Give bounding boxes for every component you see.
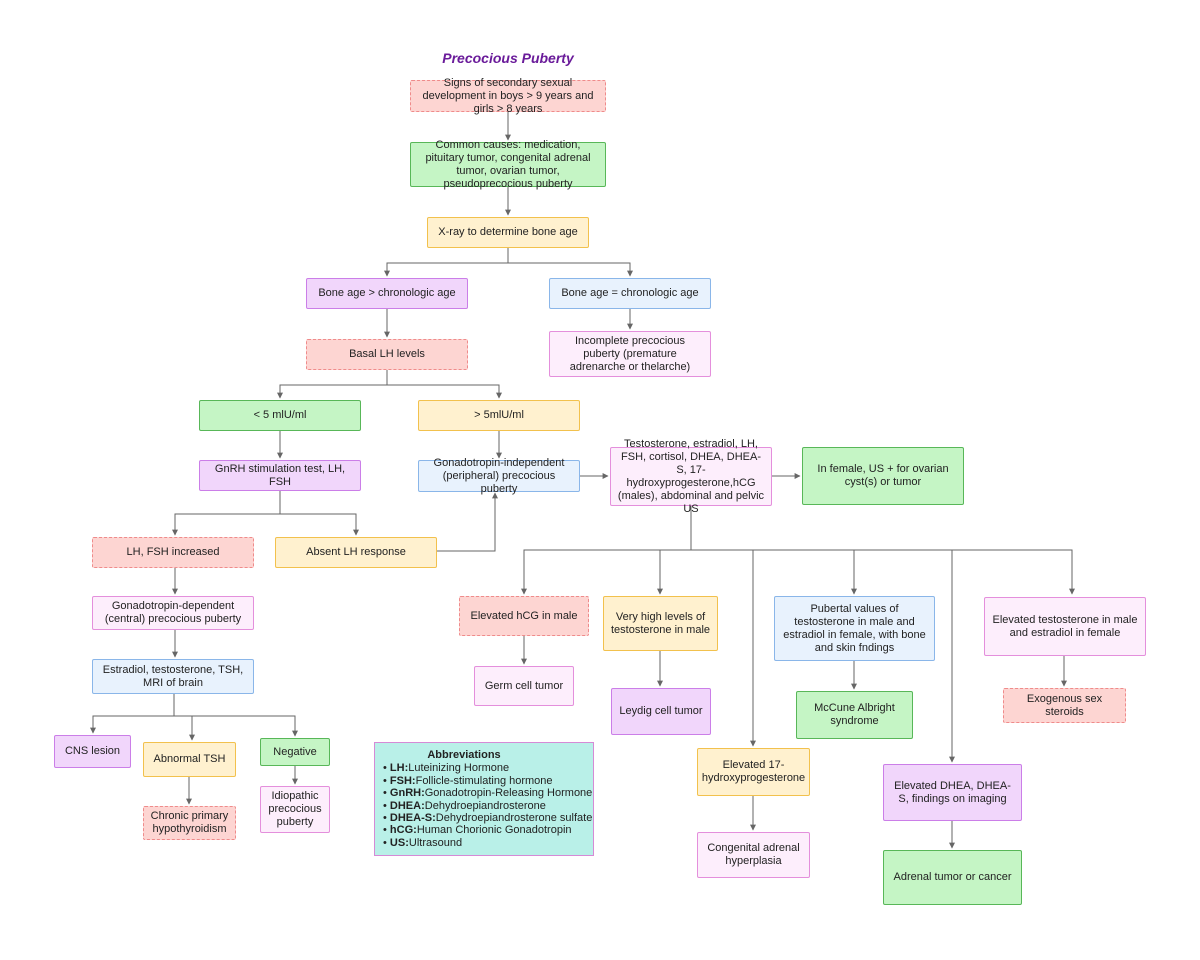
node-elevated-testosterone: Elevated testosterone in male and estrad…	[984, 597, 1146, 656]
bullet: •	[383, 762, 387, 775]
node-lh-over-5: > 5mlU/ml	[418, 400, 580, 431]
node-adrenal-tumor: Adrenal tumor or cancer	[883, 850, 1022, 905]
edge-estradiol-abn-tsh	[174, 715, 195, 741]
abbreviations-heading: Abbreviations	[427, 749, 501, 761]
edge-gnrh-absent	[280, 513, 359, 536]
node-absent-lh: Absent LH response	[275, 537, 437, 568]
abbrev-row: • DHEA:Dehydroepiandrosterone	[383, 800, 585, 812]
node-idiopathic: Idiopathic precocious puberty	[260, 786, 330, 833]
bullet: •	[383, 812, 387, 825]
node-gonadotropin-independent: Gonadotropin-independent (peripheral) pr…	[418, 457, 580, 495]
node-estradiol-mri: Estradiol, testosterone, TSH, MRI of bra…	[92, 659, 254, 694]
abbrev-def: Follicle-stimulating hormone	[415, 774, 553, 787]
bullet: •	[383, 824, 387, 837]
abbrev-term: hCG:	[389, 824, 417, 837]
edge-xray-bone-gt	[384, 248, 509, 277]
bullet: •	[383, 799, 387, 812]
node-gnrh-test: GnRH stimulation test, LH, FSH	[199, 460, 361, 491]
node-high-testosterone: Very high levels of testosterone in male	[603, 596, 718, 651]
bullet: •	[383, 787, 387, 800]
node-us-ovarian: In female, US + for ovarian cyst(s) or t…	[802, 447, 964, 505]
abbrev-def: Luteinizing Hormone	[408, 762, 510, 775]
node-basal-lh: Basal LH levels	[306, 339, 468, 370]
abbrev-term: GnRH:	[389, 787, 425, 800]
abbrev-term: DHEA-S:	[389, 812, 436, 825]
abbrev-def: Gonadotropin-Releasing Hormone	[424, 787, 593, 800]
node-common-causes: Common causes: medication, pituitary tum…	[410, 139, 606, 190]
node-pubertal-values: Pubertal values of testosterone in male …	[774, 596, 935, 661]
node-hcg-male: Elevated hCG in male	[459, 596, 589, 636]
node-bone-age-equal: Bone age = chronologic age	[549, 278, 711, 309]
abbrev-term: FSH:	[389, 774, 416, 787]
node-germ-cell: Germ cell tumor	[474, 666, 574, 706]
abbrev-term: LH:	[389, 762, 409, 775]
abbrev-row: • LH:Luteinizing Hormone	[383, 762, 585, 774]
node-cns-lesion: CNS lesion	[54, 735, 131, 768]
node-hypothyroidism: Chronic primary hypothyroidism	[143, 806, 236, 840]
edge-basal-gt5	[387, 384, 502, 399]
node-xray: X-ray to determine bone age	[427, 217, 589, 248]
node-leydig: Leydig cell tumor	[611, 688, 711, 735]
node-signs: Signs of secondary sexual development in…	[410, 77, 606, 115]
edge-estradiol-cns	[90, 694, 175, 734]
edge-absent-gonad-indep	[437, 492, 498, 552]
node-negative: Negative	[260, 738, 330, 766]
node-exogenous-steroids: Exogenous sex steroids	[1003, 688, 1126, 723]
abbrev-def: Dehydroepiandrosterone	[424, 799, 546, 812]
bullet: •	[383, 836, 387, 849]
abbrev-term: US:	[389, 836, 409, 849]
edge-gnrh-lh-fsh	[172, 491, 281, 536]
diagram-title: Precocious Puberty	[442, 50, 574, 66]
abbrev-row: • US:Ultrasound	[383, 837, 585, 849]
bullet: •	[383, 774, 387, 787]
edge-estradiol-negative	[174, 715, 298, 737]
node-17-ohp: Elevated 17-hydroxyprogesterone	[697, 748, 810, 796]
node-gonadotropin-dependent: Gonadotropin-dependent (central) precoci…	[92, 596, 254, 630]
edge-basal-lt5	[277, 370, 388, 399]
abbrev-term: DHEA:	[389, 799, 425, 812]
abbrev-def: Ultrasound	[408, 836, 463, 849]
edge-xray-bone-eq	[508, 262, 633, 277]
node-elevated-dhea: Elevated DHEA, DHEA-S, findings on imagi…	[883, 764, 1022, 821]
abbrev-row: • DHEA-S:Dehydroepiandrosterone sulfate	[383, 812, 592, 825]
node-mccune-albright: McCune Albright syndrome	[796, 691, 913, 739]
abbrev-row: • hCG:Human Chorionic Gonadotropin	[383, 824, 585, 836]
abbrev-row: • GnRH:Gonadotropin-Releasing Hormone	[383, 787, 592, 800]
abbrev-def: Human Chorionic Gonadotropin	[416, 824, 572, 837]
node-abnormal-tsh: Abnormal TSH	[143, 742, 236, 777]
node-lh-fsh-increased: LH, FSH increased	[92, 537, 254, 568]
node-hormone-tests: Testosterone, estradiol, LH, FSH, cortis…	[610, 438, 772, 515]
node-bone-age-greater: Bone age > chronologic age	[306, 278, 468, 309]
node-incomplete-precocious: Incomplete precocious puberty (premature…	[549, 331, 711, 377]
edge-tests-bus	[521, 506, 692, 595]
abbrev-row: • FSH:Follicle-stimulating hormone	[383, 775, 585, 787]
abbreviations-box: Abbreviations • LH:Luteinizing Hormone •…	[374, 742, 594, 856]
node-lh-under-5: < 5 mlU/ml	[199, 400, 361, 431]
abbrev-def: Dehydroepiandrosterone sulfate	[435, 812, 593, 825]
edge-bus-pubertal	[691, 549, 1075, 595]
node-cah: Congenital adrenal hyperplasia	[697, 832, 810, 878]
